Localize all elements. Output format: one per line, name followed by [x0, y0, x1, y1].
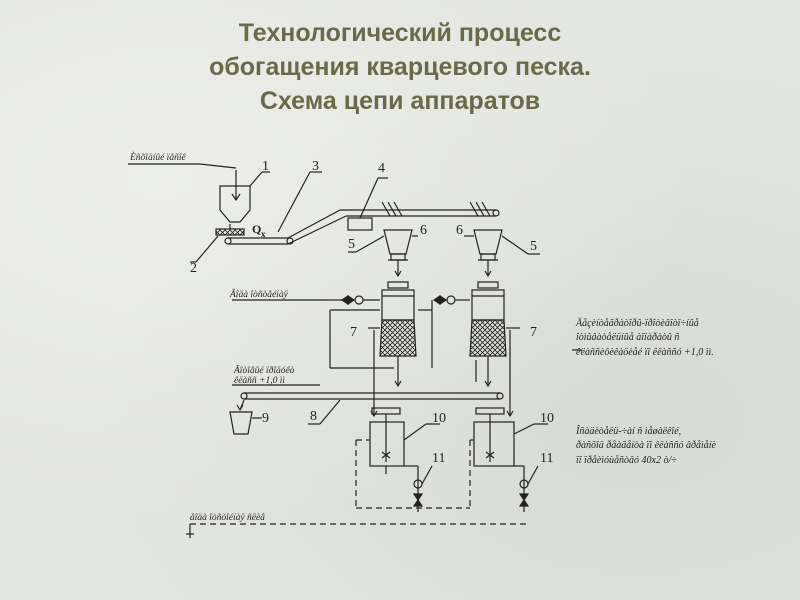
water-valve-left [340, 294, 380, 306]
title-line-3: Схема цепи аппаратов [259, 87, 541, 115]
feeder [190, 224, 245, 263]
valve-right-11 [518, 465, 539, 507]
num-7b: 7 [530, 325, 537, 340]
note-1-line-3: êëàññèôèêàöèåé ïî êëàññó +1,0 ìì. [576, 347, 714, 358]
feed-hopper [219, 170, 270, 223]
q-sub-label: x [261, 229, 266, 239]
num-8: 8 [310, 409, 317, 424]
note-1-line-2: îòìûâàòåëüíûå àïïàðàòû ñ [576, 332, 679, 343]
note-2-line-2: ðàñõîä ðåàãåíòà ïî êëàññó âðåìåíè [576, 440, 717, 451]
q-label: Q [252, 222, 261, 236]
drain-lines [189, 439, 530, 534]
note-1-line-1: Äåçèíòåãðàòîðû-ïðîòèâîòî÷íûå [575, 317, 699, 329]
left-screen-hopper [348, 229, 418, 278]
product-conveyor [232, 384, 504, 425]
attrition-apparatus-right [469, 281, 520, 388]
num-6b: 6 [456, 223, 463, 238]
note-2-line-3: ïî ïðåèìóùåñòâó 40x2 ò/÷ [576, 455, 677, 466]
num-10a: 10 [432, 411, 446, 426]
num-7a: 7 [350, 325, 357, 340]
note-2-line-1: Îñàäèòåëü-÷àí ñ ìåøàëêîé, [575, 425, 681, 437]
num-4: 4 [378, 161, 385, 176]
slide-title: Технологический процесс обогащения кварц… [0, 16, 800, 118]
drain-label: âîäà îòñòîéíàÿ ñëèâ [190, 513, 265, 523]
feed-label: Èñõîäíûé ïåñîê [129, 151, 186, 163]
num-10b: 10 [540, 411, 554, 426]
valve-left-11 [412, 465, 433, 507]
num-2: 2 [190, 261, 197, 276]
num-3: 3 [312, 159, 319, 174]
title-line-1: Технологический процесс [238, 19, 562, 47]
settling-tank-left [369, 407, 440, 474]
inclined-conveyor [224, 171, 500, 245]
num-1: 1 [262, 159, 269, 174]
separator-box [347, 217, 373, 231]
water-valve-right [432, 294, 470, 306]
product-bin [229, 399, 262, 435]
attrition-apparatus-left [368, 281, 417, 388]
product-label: Ãîòîâûé ïðîäóêò [233, 364, 295, 376]
num-5b: 5 [530, 239, 537, 254]
num-11b: 11 [540, 451, 553, 466]
num-5a: 5 [348, 237, 355, 252]
water-supply-label: Âîäà îòñòåéíàÿ [229, 288, 289, 300]
right-screen-hopper [464, 229, 540, 278]
num-11a: 11 [432, 451, 445, 466]
discharge-arrows [381, 201, 491, 217]
num-9: 9 [262, 411, 269, 426]
title-line-2: обогащения кварцевого песка. [209, 53, 591, 81]
num-6a: 6 [420, 223, 427, 238]
product-size-label: êëàññ +1,0 ìì [234, 376, 285, 386]
settling-tank-right [473, 407, 548, 467]
